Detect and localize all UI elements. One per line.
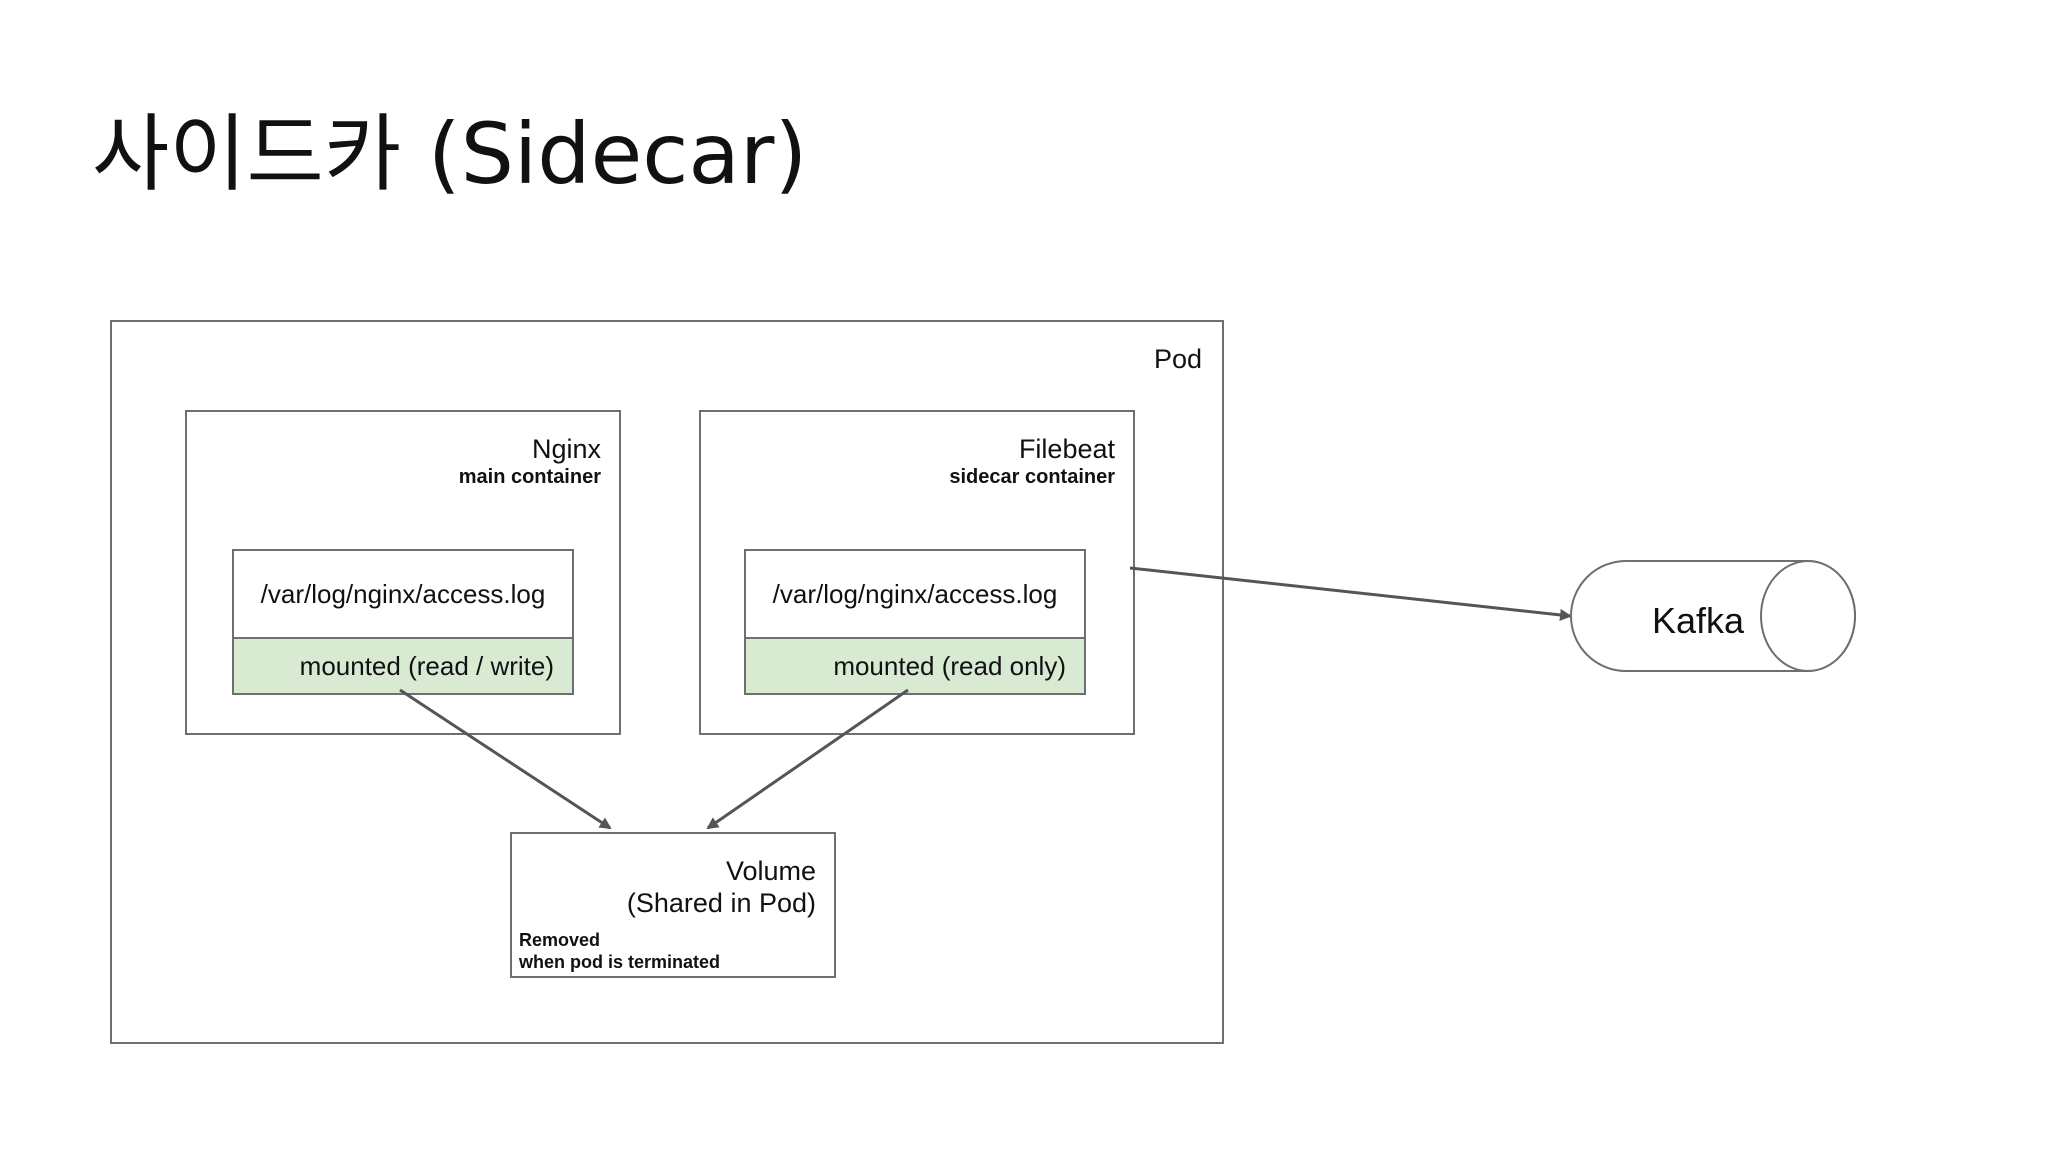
filebeat-name: Filebeat: [1018, 434, 1115, 464]
filebeat-role: sidecar container: [949, 466, 1115, 488]
pod-box: Pod Nginx main container /var/log/nginx/…: [110, 320, 1224, 1044]
kafka-cylinder: [1570, 560, 1856, 672]
nginx-mount-mode: mounted (read / write): [234, 639, 572, 693]
arrow-filebeat-to-kafka: [1129, 566, 1572, 621]
nginx-name: Nginx: [531, 434, 601, 464]
arrow-filebeat-to-volume: [706, 688, 909, 830]
page-title: 사이드카 (Sidecar): [92, 105, 808, 203]
filebeat-log-box: /var/log/nginx/access.log mounted (read …: [744, 549, 1086, 695]
kafka-label: Kafka: [1652, 600, 1745, 641]
nginx-log-box: /var/log/nginx/access.log mounted (read …: [232, 549, 574, 695]
filebeat-mount-mode: mounted (read only): [746, 639, 1084, 693]
nginx-log-path: /var/log/nginx/access.log: [234, 551, 572, 639]
arrow-nginx-to-volume: [399, 688, 612, 830]
nginx-role: main container: [458, 466, 601, 488]
nginx-container: Nginx main container /var/log/nginx/acce…: [185, 410, 621, 735]
pod-label: Pod: [1153, 344, 1202, 374]
filebeat-container: Filebeat sidecar container /var/log/ngin…: [699, 410, 1135, 735]
volume-note-line2: when pod is terminated: [519, 952, 721, 972]
volume-subtitle: (Shared in Pod): [626, 888, 816, 918]
volume-title: Volume: [725, 856, 816, 886]
filebeat-log-path: /var/log/nginx/access.log: [746, 551, 1084, 639]
volume-box: Volume (Shared in Pod) Removed when pod …: [510, 832, 836, 978]
volume-note-line1: Removed: [519, 930, 601, 950]
kafka-cylinder-cap: [1760, 560, 1856, 672]
